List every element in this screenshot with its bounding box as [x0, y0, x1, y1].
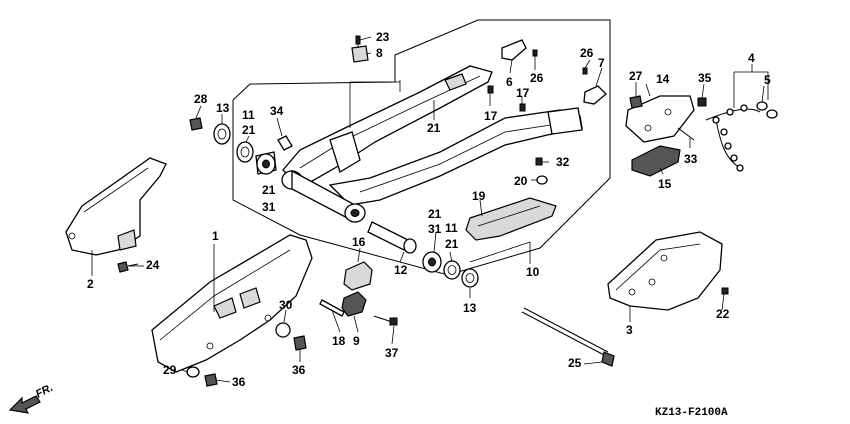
- rear-axle-25: [521, 307, 615, 367]
- nut-27: [629, 95, 643, 109]
- callout-20: 20: [514, 174, 528, 188]
- callout-31b: 31: [428, 222, 442, 236]
- callout-26b: 26: [580, 46, 594, 60]
- callout-5: 5: [764, 73, 771, 87]
- grease-fitting-34: [277, 135, 293, 151]
- callout-11b: 11: [445, 221, 458, 235]
- callout-31a: 31: [262, 200, 276, 214]
- callout-25: 25: [568, 356, 582, 370]
- bolt-36-a: [293, 335, 307, 351]
- chain-case-1: [151, 234, 313, 373]
- callout-1: 1: [212, 229, 219, 243]
- callout-37: 37: [385, 346, 399, 360]
- pin-18: [319, 299, 345, 317]
- callout-18: 18: [332, 334, 346, 348]
- master-link-5: [756, 101, 778, 119]
- bearing-21-right: [443, 260, 461, 280]
- collar-31-right: [422, 251, 442, 273]
- swingarm: [281, 65, 583, 224]
- callout-28: 28: [194, 92, 208, 106]
- callout-12: 12: [394, 263, 408, 277]
- callout-10: 10: [526, 265, 540, 279]
- bolt-17-upper: [487, 85, 494, 94]
- chain-clip-6: [501, 39, 538, 61]
- chain-clip-7: [582, 67, 607, 105]
- forward-arrow-icon: FR.: [8, 382, 55, 414]
- callout-4: 4: [748, 51, 755, 65]
- callout-36b: 36: [232, 375, 246, 389]
- bolt-33: [677, 127, 695, 141]
- callout-30: 30: [279, 298, 293, 312]
- callout-29: 29: [163, 363, 177, 377]
- bolt-24: [117, 261, 139, 273]
- dust-seal-13-left: [213, 123, 231, 145]
- callout-24: 24: [146, 258, 160, 272]
- callout-32: 32: [556, 155, 570, 169]
- bearing-21-left: [236, 141, 254, 163]
- callout-labels: 1 2 3 4 5 6 7 8 9 10 11 11 12 13 13 14 1…: [87, 30, 771, 389]
- callout-11a: 11: [242, 108, 255, 122]
- callout-27: 27: [629, 69, 643, 83]
- bolt-28: [189, 117, 203, 131]
- callout-19: 19: [472, 189, 486, 203]
- leader-lines: [91, 36, 769, 383]
- callout-14: 14: [656, 72, 670, 86]
- chain-adjuster-16: [343, 261, 373, 291]
- callout-21d: 21: [428, 207, 442, 221]
- callout-21a: 21: [427, 121, 441, 135]
- callout-35: 35: [698, 71, 712, 85]
- bracket-14: [625, 95, 695, 143]
- callout-36a: 36: [292, 363, 306, 377]
- chain-adjuster-9: [341, 291, 367, 317]
- collar-29: [186, 366, 200, 378]
- callout-23: 23: [376, 30, 390, 44]
- callout-16: 16: [352, 235, 366, 249]
- callout-17b: 17: [516, 86, 530, 100]
- pivot-shaft-12: [367, 221, 417, 254]
- diagram-code: KZ13-F2100A: [655, 407, 728, 419]
- washer-20: [536, 175, 548, 185]
- pivot-cap: [351, 35, 369, 63]
- callout-6: 6: [506, 75, 513, 89]
- collar-31-left: [255, 151, 277, 175]
- callout-2: 2: [87, 277, 94, 291]
- chain-guard-upper-2: [65, 157, 167, 256]
- callout-13b: 13: [463, 301, 477, 315]
- direction-label: FR.: [34, 382, 55, 401]
- grommet-30: [275, 322, 291, 338]
- callout-22: 22: [716, 307, 730, 321]
- chain-guard-lower-3: [607, 231, 723, 311]
- callout-7: 7: [598, 56, 605, 70]
- callout-26a: 26: [530, 71, 544, 85]
- slider-15: [631, 145, 681, 177]
- bolt-37: [373, 315, 398, 326]
- bolt-22: [721, 287, 729, 295]
- dust-seal-13-right: [461, 268, 479, 288]
- callout-17a: 17: [484, 109, 498, 123]
- callout-13a: 13: [216, 101, 230, 115]
- callout-21b: 21: [242, 123, 256, 137]
- drive-chain-4: [705, 104, 761, 172]
- callout-34: 34: [270, 104, 284, 118]
- chain-slider-19: [465, 197, 557, 241]
- callout-3: 3: [626, 323, 633, 337]
- callout-8: 8: [376, 46, 383, 60]
- callout-33: 33: [684, 152, 698, 166]
- bolt-35: [697, 97, 707, 107]
- bolt-36-b: [204, 373, 218, 387]
- callout-9: 9: [353, 334, 360, 348]
- bolt-32: [535, 157, 543, 166]
- callout-21e: 21: [445, 237, 459, 251]
- bolt-17-lower: [519, 103, 526, 112]
- callout-21c: 21: [262, 183, 276, 197]
- callout-15: 15: [658, 177, 672, 191]
